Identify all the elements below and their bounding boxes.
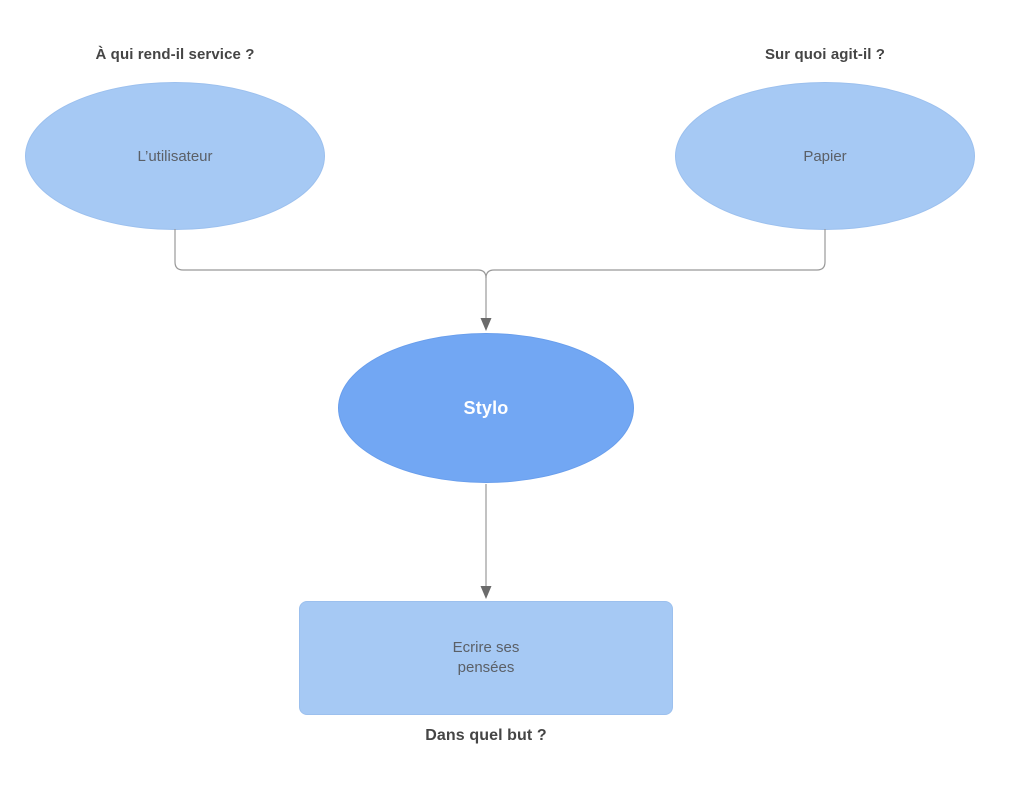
arrowhead-down-icon [480, 318, 492, 331]
label-who-it-serves: À qui rend-il service ? [95, 46, 255, 63]
node-user-ellipse[interactable]: L’utilisateur [25, 82, 325, 230]
node-stylo-text: Stylo [463, 397, 509, 418]
node-goal-rectangle[interactable]: Ecrire ses pensées [299, 601, 673, 715]
connector-user-to-stylo [174, 229, 487, 318]
node-stylo-ellipse[interactable]: Stylo [338, 333, 634, 483]
label-acts-on-what: Sur quoi agit-il ? [764, 46, 886, 63]
node-user-text: L’utilisateur [137, 147, 213, 165]
node-paper-text: Papier [803, 147, 847, 165]
connector-paper-to-stylo [485, 229, 826, 279]
node-paper-ellipse[interactable]: Papier [675, 82, 975, 230]
label-purpose: Dans quel but ? [425, 727, 547, 744]
arrowhead-down-icon [480, 586, 492, 599]
node-goal-text: Ecrire ses pensées [452, 639, 520, 676]
